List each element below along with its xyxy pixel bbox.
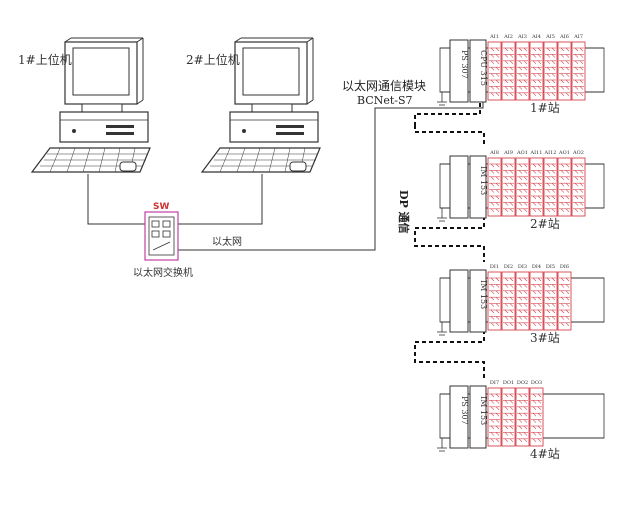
cpu-label: IM 153 [479, 280, 488, 309]
io-module-label: DI1 [490, 264, 499, 270]
io-module-label: AI11 [530, 150, 543, 156]
io-module-label: AI4 [531, 34, 541, 40]
cpu-module [469, 155, 487, 219]
ps-module [449, 39, 469, 103]
io-module-label: AI2 [503, 34, 513, 40]
pc-1-label: 1#上位机 [18, 52, 72, 67]
io-module-label: DI5 [546, 264, 555, 270]
station-label: 2#站 [530, 217, 560, 231]
io-module: DI7 [487, 380, 502, 447]
io-module-label: DI6 [560, 264, 569, 270]
io-module-label: DI3 [518, 264, 527, 270]
station-label: 3#站 [530, 331, 560, 345]
ps-module [449, 155, 469, 219]
io-module-label: AI7 [573, 34, 583, 40]
io-module: DI3 [515, 264, 530, 331]
dp-label: DP 通信 [397, 190, 411, 234]
io-module-label: DI4 [532, 264, 541, 270]
switch-tag: SW [153, 202, 169, 212]
ethernet-label: 以太网 [212, 235, 242, 248]
stations: PS 307 CPU 315 AI1 AI2 AI3 AI4 AI5 AI6 AI7 1#站 IM … [437, 34, 605, 461]
io-module: AI9 [501, 150, 516, 217]
io-module: AI8 [487, 150, 502, 217]
io-module-label: DO2 [517, 380, 528, 386]
io-module: AI2 [501, 34, 516, 101]
io-module: DI1 [487, 264, 502, 331]
io-module: AI11 [530, 150, 544, 217]
cpu-label: IM 153 [479, 166, 488, 195]
io-module-label: DI7 [490, 380, 499, 386]
cpu-module [469, 269, 487, 333]
io-module-label: AO1 [516, 150, 528, 156]
ps-module [449, 385, 469, 449]
cpu-label: IM 153 [479, 396, 488, 425]
pc-2 [200, 37, 321, 173]
ps-label: PS 307 [460, 396, 469, 425]
io-module-label: AI8 [489, 150, 499, 156]
io-module-label: AI6 [559, 34, 569, 40]
io-module-label: AI3 [517, 34, 527, 40]
io-module-label: AI12 [544, 150, 557, 156]
io-module: AI1 [487, 34, 502, 101]
io-module: AI6 [557, 34, 572, 101]
comm-module-name: 以太网通信模块 [342, 78, 426, 93]
io-module-label: DO1 [503, 380, 514, 386]
io-module: DI2 [501, 264, 516, 331]
ethernet-switch [144, 211, 179, 261]
io-module: DO2 [515, 380, 530, 447]
cpu-label: CPU 315 [479, 50, 488, 86]
station-1: PS 307 CPU 315 AI1 AI2 AI3 AI4 AI5 AI6 AI7 1#站 [437, 34, 605, 115]
cpu-module [469, 385, 487, 449]
station-3: IM 153 DI1 DI2 DI3 DI4 DI5 DI6 3#站 [437, 264, 605, 345]
dp-bus [414, 103, 485, 378]
io-module-label: AO2 [572, 150, 584, 156]
io-module: AI12 [544, 150, 558, 217]
io-module: DO1 [501, 380, 516, 447]
comm-module-model: BCNet-S7 [357, 94, 413, 107]
io-module-label: AO1 [558, 150, 570, 156]
switch-label: 以太网交换机 [133, 266, 193, 279]
io-module: DO3 [529, 380, 544, 447]
io-module: AO1 [557, 150, 572, 217]
station-label: 4#站 [530, 447, 560, 461]
io-module-label: AI5 [545, 34, 555, 40]
io-module: AI5 [543, 34, 558, 101]
station-label: 1#站 [530, 101, 560, 115]
io-module: AO2 [571, 150, 586, 217]
ethernet-wiring [87, 100, 484, 251]
io-module-label: AI1 [489, 34, 499, 40]
io-module: AI7 [571, 34, 586, 101]
io-module: AO1 [515, 150, 530, 217]
cpu-module [469, 39, 487, 103]
io-module-label: DO3 [531, 380, 542, 386]
io-module: DI4 [529, 264, 544, 331]
pc-2-label: 2#上位机 [186, 52, 240, 67]
io-module-label: AI9 [503, 150, 513, 156]
ps-label: PS 307 [460, 50, 469, 79]
io-module: DI5 [543, 264, 558, 331]
io-module: AI4 [529, 34, 544, 101]
io-module-label: DI2 [504, 264, 513, 270]
pc-1 [30, 37, 151, 173]
ps-module [449, 269, 469, 333]
io-module: DI6 [557, 264, 572, 331]
io-module: AI3 [515, 34, 530, 101]
